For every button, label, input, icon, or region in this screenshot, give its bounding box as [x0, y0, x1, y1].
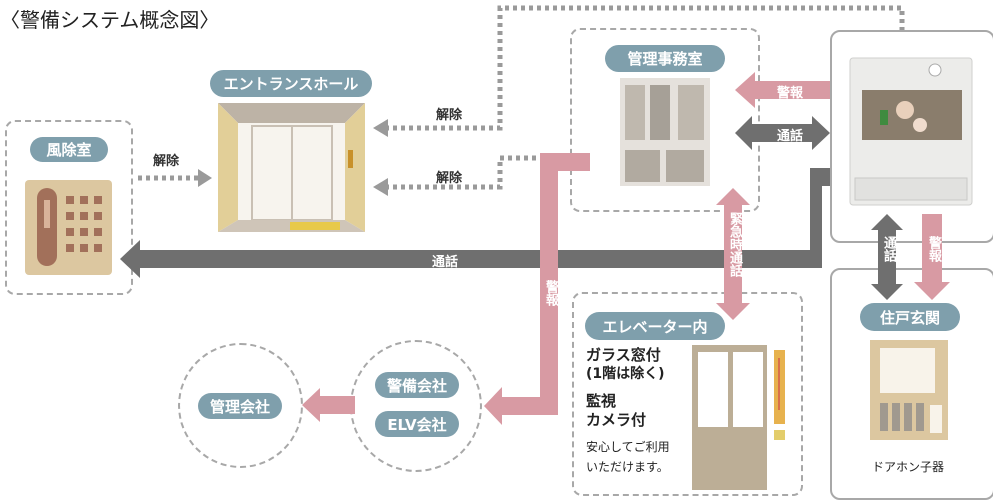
windbreak-room-label: 風除室 — [30, 137, 108, 162]
emergency-call-label: 緊急時通話 — [727, 212, 742, 277]
office-panel-image — [620, 78, 710, 186]
elv-company-label: ELV会社 — [375, 411, 459, 437]
elevator-door-image — [692, 345, 785, 490]
feature-note-2: いただけます。 — [586, 460, 669, 474]
release-label-upper: 解除 — [436, 108, 463, 123]
office-label: 管理事務室 — [605, 45, 725, 72]
intercom-panel-image — [25, 180, 112, 275]
alarm-arrow-vertical — [484, 153, 590, 425]
elevator-box — [572, 292, 803, 496]
office-box — [570, 28, 760, 212]
mgmt-company-label: 管理会社 — [198, 393, 282, 419]
release-label-windbreak: 解除 — [153, 154, 180, 169]
alarm-label-monitor: 警報 — [777, 86, 804, 101]
feature-note-1: 安心してご利用 — [586, 440, 670, 454]
call-arrow-door — [871, 214, 903, 300]
alarm-label-door: 警報 — [926, 236, 941, 262]
release-label-lower: 解除 — [436, 171, 463, 186]
call-arrow-main — [120, 168, 830, 278]
alarm-arrow-door — [914, 214, 950, 300]
door-station-image — [870, 340, 948, 440]
diagram-title: 〈警備システム概念図〉 — [0, 8, 220, 32]
emergency-call-arrow — [716, 188, 750, 320]
mgmt-company-circle — [178, 343, 303, 468]
door-caption: ドアホン子器 — [871, 460, 944, 474]
call-arrow-monitor — [735, 116, 830, 150]
entrance-hall-label: エントランスホール — [210, 70, 372, 97]
feature-camera-2: カメラ付 — [586, 411, 647, 429]
security-company-label: 警備会社 — [375, 372, 459, 398]
entrance-door-image — [218, 103, 365, 232]
feature-glass-window: ガラス窓付 — [586, 346, 661, 364]
call-label-main: 通話 — [432, 255, 459, 270]
door-label: 住戸玄関 — [860, 303, 960, 331]
call-label-monitor: 通話 — [777, 129, 804, 144]
release-path-top — [385, 5, 905, 131]
feature-glass-note: (1階は除く) — [586, 366, 665, 382]
elevator-features: ガラス窓付 (1階は除く) 監視 カメラ付 安心してご利用 いただけます。 — [586, 346, 670, 476]
monitor-image — [849, 57, 973, 206]
monitor-box — [830, 30, 993, 243]
windbreak-room-box — [5, 120, 133, 295]
alarm-arrow-monitor — [735, 72, 830, 108]
call-label-door: 通話 — [881, 236, 896, 262]
elevator-label: エレベーター内 — [585, 312, 725, 340]
alarm-label-vertical: 警報 — [543, 280, 558, 306]
alarm-arrow-company — [302, 388, 355, 422]
feature-camera-1: 監視 — [586, 392, 617, 410]
